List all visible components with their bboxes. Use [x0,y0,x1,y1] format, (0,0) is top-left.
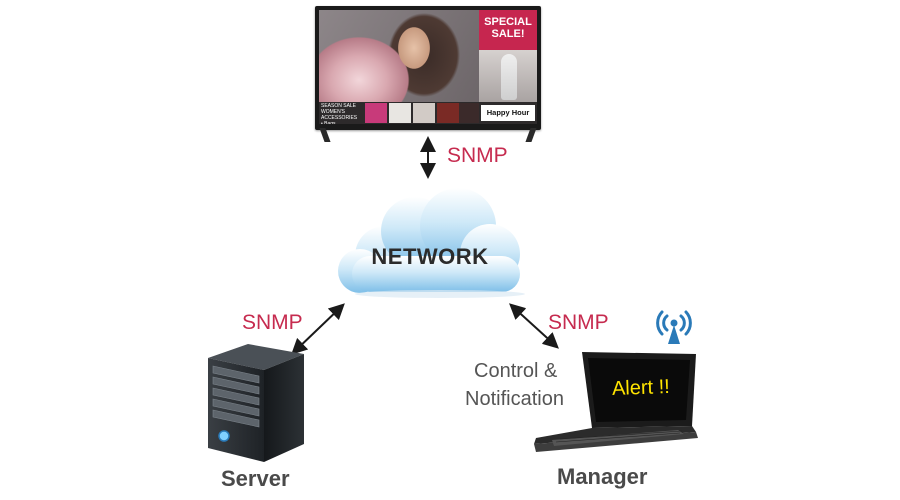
snmp-label-right: SNMP [548,311,609,334]
product-thumb-2 [389,103,411,123]
fashion-figure [501,54,517,100]
season-sale-text: SEASON SALE WOMEN'S ACCESSORIES • Bags •… [321,103,358,124]
alert-message: Alert !! [611,375,671,401]
network-label: NETWORK [371,244,489,269]
server-caption: Server [221,466,290,491]
wireless-signal-icon [656,310,692,344]
arrow-network-server [291,303,345,355]
signage-display: SPECIAL SALE! SEASON SALE WOMEN'S ACCESS… [315,6,541,130]
product-thumb-4 [437,103,459,123]
product-thumb-3 [413,103,435,123]
product-thumb-5 [459,103,479,123]
special-sale-banner: SPECIAL SALE! [479,10,537,50]
server-icon [208,344,304,462]
happy-hour-banner: Happy Hour [481,105,535,121]
signage-screen: SPECIAL SALE! SEASON SALE WOMEN'S ACCESS… [319,10,537,124]
arrow-network-manager [509,303,559,349]
laptop-icon [534,352,698,452]
snmp-label-left: SNMP [242,311,303,334]
snmp-label-top: SNMP [447,144,508,167]
product-thumb-1 [365,103,387,123]
control-notification-line1: Control & [474,360,558,382]
control-notification-line2: Notification [465,388,564,410]
network-cloud-icon [338,188,525,298]
manager-caption: Manager [557,464,648,489]
model-photo [319,10,479,102]
